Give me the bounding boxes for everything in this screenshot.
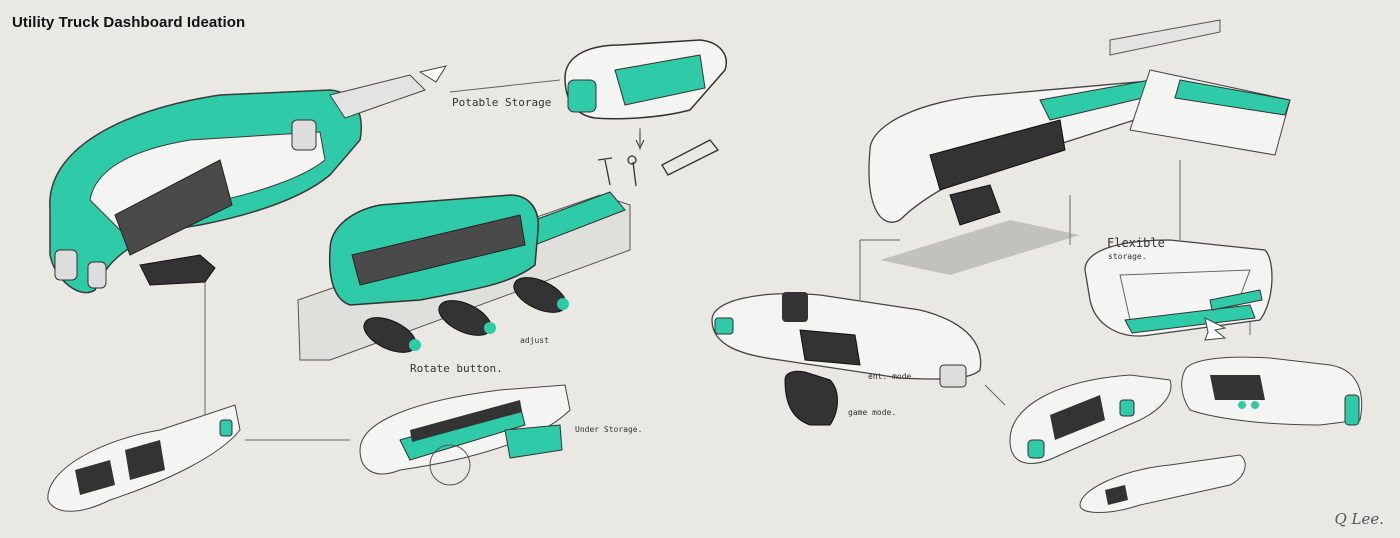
note-under-storage: Under Storage. [575, 425, 643, 434]
sketch-center-dashboard [711, 292, 982, 426]
double-arrow-icon [1204, 317, 1227, 341]
note-potable-storage: Potable Storage [452, 96, 552, 109]
page-title: Utility Truck Dashboard Ideation [12, 14, 246, 31]
note-flexible: Flexible [1107, 236, 1165, 250]
sketch-under-storage [359, 384, 571, 486]
note-adjust: adjust [520, 336, 549, 345]
sketch-rotate-button [297, 191, 631, 361]
note-ent-mode: ent. mode [868, 372, 912, 381]
sketch-main-dashboard [49, 65, 448, 294]
signature: Q Lee. [1334, 510, 1384, 528]
note-game-mode: game mode. [848, 408, 897, 417]
sketch-flexible-storage [1084, 239, 1273, 337]
sketch-potable-storage [564, 39, 727, 150]
note-storage: storage. [1108, 252, 1147, 261]
sketch-bottom-right-dashboards [1009, 356, 1363, 513]
sketch-bottom-left-dashboard [47, 404, 241, 512]
tools-icons [597, 139, 720, 187]
sketch-top-right-dashboard [868, 19, 1291, 275]
note-rotate-button: Rotate button. [410, 362, 503, 375]
